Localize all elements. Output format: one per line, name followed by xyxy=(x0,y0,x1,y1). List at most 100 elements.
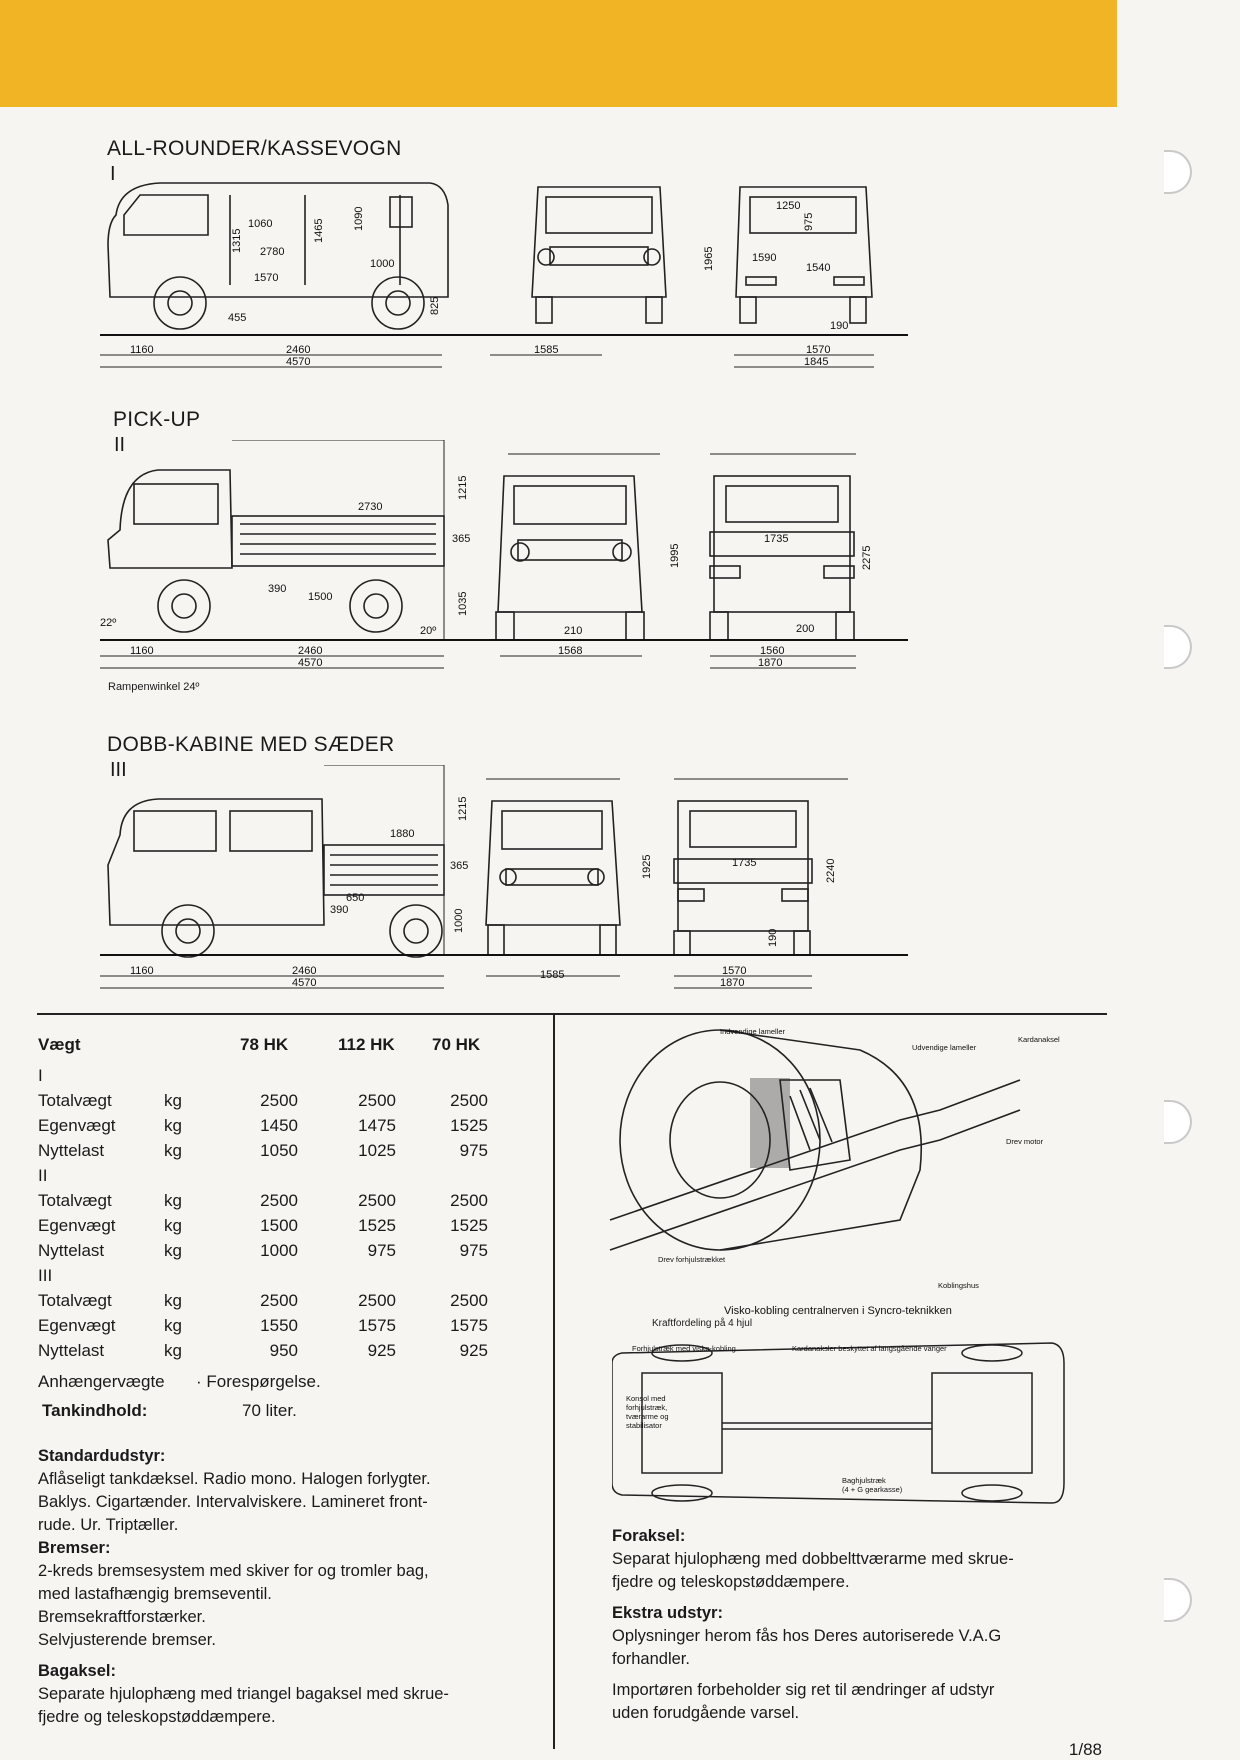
svg-text:1160: 1160 xyxy=(130,965,154,977)
svg-text:1160: 1160 xyxy=(130,645,154,657)
svg-text:Drev forhjulstrækket: Drev forhjulstrækket xyxy=(658,1255,726,1264)
svg-text:1995: 1995 xyxy=(669,544,681,568)
svg-text:1568: 1568 xyxy=(558,645,582,657)
svg-text:4570: 4570 xyxy=(286,356,310,368)
section-title: DOBB-KABINE MED SÆDER xyxy=(107,733,395,756)
group-numeral: I xyxy=(38,1066,43,1085)
header-color-band xyxy=(0,0,1117,107)
double-cab-drawing: 1880 1215 365 650 390 1000 1160 2460 457… xyxy=(100,765,908,989)
svg-text:1870: 1870 xyxy=(758,657,782,669)
svg-text:2730: 2730 xyxy=(358,501,382,513)
svg-text:Indvendige lameller: Indvendige lameller xyxy=(720,1027,786,1036)
section-numeral: I xyxy=(110,163,116,185)
svg-text:1870: 1870 xyxy=(720,977,744,989)
ramp-angle-caption: Rampenwinkel 24º xyxy=(108,681,200,693)
svg-text:1035: 1035 xyxy=(457,592,469,616)
right-spec-text: Foraksel: Separat hjulophæng med dobbelt… xyxy=(612,1527,1014,1722)
svg-text:190: 190 xyxy=(767,929,779,947)
group-numeral: II xyxy=(38,1166,48,1185)
svg-text:390: 390 xyxy=(330,904,348,916)
svg-text:2460: 2460 xyxy=(298,645,322,657)
svg-text:4570: 4570 xyxy=(298,657,322,669)
binder-hole xyxy=(1164,1100,1192,1144)
svg-text:1570: 1570 xyxy=(806,344,830,356)
svg-text:190: 190 xyxy=(830,320,848,332)
svg-text:1060: 1060 xyxy=(248,218,272,230)
svg-text:2275: 2275 xyxy=(861,546,873,570)
svg-text:1585: 1585 xyxy=(540,969,564,981)
tank-row: Tankindhold:70 liter. xyxy=(42,1401,297,1420)
svg-text:1315: 1315 xyxy=(231,229,243,253)
section-title: ALL-ROUNDER/KASSEVOGN xyxy=(107,137,402,160)
svg-text:1965: 1965 xyxy=(703,247,715,271)
trailer-row: Anhængervægte· Forespørgelse. xyxy=(38,1372,321,1391)
svg-text:210: 210 xyxy=(564,625,582,637)
binder-hole xyxy=(1164,150,1192,194)
svg-text:Koblingshus: Koblingshus xyxy=(938,1281,979,1290)
svg-text:455: 455 xyxy=(228,312,246,324)
svg-text:1880: 1880 xyxy=(390,828,414,840)
pickup-drawing: 2730 1215 365 390 1500 1035 22º 20º 1160… xyxy=(100,440,908,669)
svg-text:390: 390 xyxy=(268,583,286,595)
table-header: Vægt 78 HK 112 HK 70 HK xyxy=(38,1035,481,1054)
binder-hole xyxy=(1164,1578,1192,1622)
svg-text:1215: 1215 xyxy=(457,797,469,821)
svg-text:forhjulstræk,: forhjulstræk, xyxy=(626,1403,667,1412)
svg-text:2460: 2460 xyxy=(292,965,316,977)
svg-text:1570: 1570 xyxy=(254,272,278,284)
svg-text:2460: 2460 xyxy=(286,344,310,356)
svg-text:1000: 1000 xyxy=(453,909,465,933)
svg-text:2780: 2780 xyxy=(260,246,284,258)
svg-text:1000: 1000 xyxy=(370,258,394,270)
svg-text:1845: 1845 xyxy=(804,356,828,368)
svg-text:1735: 1735 xyxy=(732,857,756,869)
svg-text:1590: 1590 xyxy=(752,252,776,264)
svg-text:Visko-kobling centralnerven i: Visko-kobling centralnerven i Syncro-tek… xyxy=(724,1305,952,1317)
svg-text:1735: 1735 xyxy=(764,533,788,545)
chassis-figure: Forhjulstræk med visko-kobling Kardanaks… xyxy=(612,1342,1065,1504)
svg-text:1215: 1215 xyxy=(457,476,469,500)
group-numeral: III xyxy=(38,1266,53,1285)
svg-text:1090: 1090 xyxy=(353,207,365,231)
svg-text:1585: 1585 xyxy=(534,344,558,356)
svg-text:1540: 1540 xyxy=(806,262,830,274)
section-numeral: III xyxy=(110,759,127,781)
svg-text:Forhjulstræk med visko-kobling: Forhjulstræk med visko-kobling xyxy=(632,1344,736,1353)
page-number: 1/88 xyxy=(1068,1740,1102,1759)
svg-text:Konsol med: Konsol med xyxy=(626,1394,666,1403)
svg-text:stabilisator: stabilisator xyxy=(626,1421,662,1430)
svg-text:(4 + G gearkasse): (4 + G gearkasse) xyxy=(842,1485,903,1494)
svg-text:1925: 1925 xyxy=(641,855,653,879)
svg-text:Drev motor: Drev motor xyxy=(1006,1137,1044,1146)
svg-text:Baghjulstræk: Baghjulstræk xyxy=(842,1476,886,1485)
horizontal-divider xyxy=(37,1013,1107,1015)
svg-text:365: 365 xyxy=(450,860,468,872)
svg-text:200: 200 xyxy=(796,623,814,635)
svg-text:975: 975 xyxy=(803,213,815,231)
svg-text:20º: 20º xyxy=(420,625,436,637)
svg-text:1560: 1560 xyxy=(760,645,784,657)
left-spec-text: Standardudstyr: Aflåseligt tankdæksel. R… xyxy=(38,1447,449,1726)
svg-text:4570: 4570 xyxy=(292,977,316,989)
svg-text:2240: 2240 xyxy=(825,859,837,883)
binder-hole xyxy=(1164,625,1192,669)
section-title: PICK-UP xyxy=(113,408,201,431)
figure-caption: Kraftfordeling på 4 hjul xyxy=(652,1318,753,1329)
van-drawing: 1060 2780 1570 1315 1465 1090 1000 825 4… xyxy=(100,182,908,368)
svg-text:365: 365 xyxy=(452,533,470,545)
svg-text:825: 825 xyxy=(429,297,441,315)
svg-text:Udvendige lameller: Udvendige lameller xyxy=(912,1043,977,1052)
svg-text:1500: 1500 xyxy=(308,591,332,603)
svg-text:1465: 1465 xyxy=(313,219,325,243)
svg-text:1250: 1250 xyxy=(776,200,800,212)
visco-coupling-figure: Indvendige lameller Udvendige lameller K… xyxy=(609,1027,1060,1317)
